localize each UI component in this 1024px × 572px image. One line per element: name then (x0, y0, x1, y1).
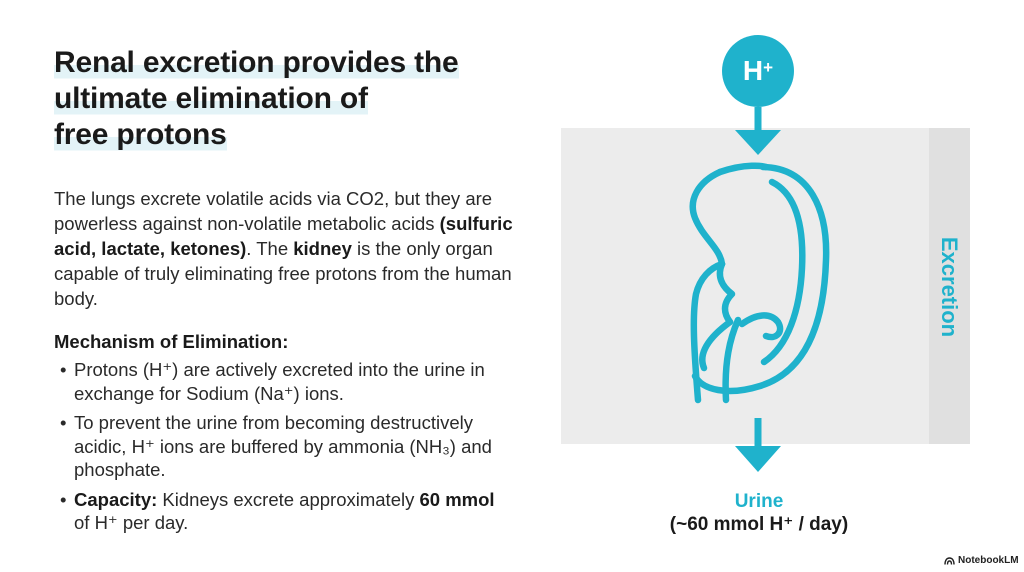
proton-circle: H+ (722, 35, 794, 107)
bottom-down-arrow-icon (735, 418, 781, 472)
capacity-label: Capacity: (74, 488, 158, 510)
page-title: Renal excretion provides the ultimate el… (54, 45, 514, 153)
mechanism-bullet-buffering: To prevent the urine from becoming destr… (58, 411, 498, 482)
urine-rate: (~60 mmol H⁺ / day) (669, 514, 849, 535)
bullet-text: Protons (H⁺) are actively excreted into … (74, 359, 485, 404)
capacity-text-a: Kidneys excrete approximately (157, 488, 420, 510)
mechanism-heading: Mechanism of Elimination: (54, 331, 289, 352)
mechanism-list: Protons (H⁺) are actively excreted into … (58, 358, 498, 541)
mechanism-bullet-exchange: Protons (H⁺) are actively excreted into … (58, 358, 498, 405)
intro-paragraph: The lungs excrete volatile acids via CO2… (54, 186, 524, 311)
notebooklm-logo-icon (944, 556, 955, 565)
title-line-3: free protons (54, 118, 227, 151)
intro-text-2: . The (246, 238, 294, 259)
title-line-2: ultimate elimination of (54, 82, 368, 115)
kidney-diagram (689, 107, 830, 472)
proton-charge: + (763, 58, 774, 77)
intro-acids-list: (sulfuric acid, lactate, ketones) (54, 213, 513, 259)
capacity-value: 60 mmol (419, 488, 495, 510)
proton-symbol: H (742, 55, 764, 86)
intro-kidney-term: kidney (293, 238, 352, 259)
bullet-text: To prevent the urine from becoming destr… (74, 412, 492, 480)
top-down-arrow-icon (735, 107, 781, 155)
mechanism-bullet-capacity: Capacity: Kidneys excrete approximately … (58, 488, 498, 535)
title-line-1: Renal excretion provides the (54, 46, 459, 79)
excretion-panel-strip (929, 128, 970, 444)
urine-label: Urine (734, 491, 784, 512)
intro-text-3: is the only organ capable of truly elimi… (54, 238, 512, 309)
brand-name: NotebookLM (958, 555, 1019, 566)
kidney-icon (689, 162, 830, 404)
capacity-text-b: of H⁺ per day. (74, 512, 189, 533)
notebooklm-brand: NotebookLM (944, 555, 1019, 566)
intro-text-1: The lungs excrete volatile acids via CO2… (54, 188, 493, 234)
